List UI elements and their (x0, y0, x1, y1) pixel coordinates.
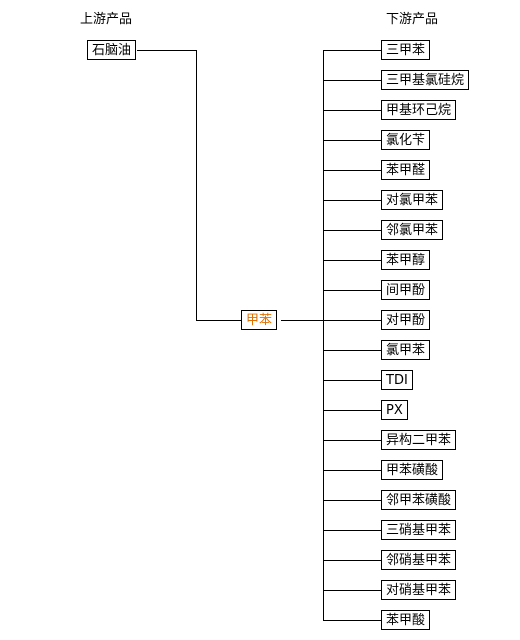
downstream-node: TDI (381, 370, 413, 390)
downstream-node: 苯甲酸 (381, 610, 431, 630)
center-node-toluene: 甲苯 (241, 310, 278, 330)
downstream-heading: 下游产品 (386, 12, 439, 27)
downstream-node: 邻氯甲苯 (381, 220, 444, 240)
downstream-node: 异构二甲苯 (381, 430, 457, 450)
downstream-node: 氯甲苯 (381, 340, 431, 360)
downstream-node: 三甲基氯硅烷 (381, 70, 470, 90)
downstream-node: PX (381, 400, 408, 420)
downstream-node: 邻甲苯磺酸 (381, 490, 457, 510)
downstream-node: 甲苯磺酸 (381, 460, 444, 480)
upstream-heading: 上游产品 (80, 12, 133, 27)
downstream-node: 三甲苯 (381, 40, 431, 60)
downstream-node: 邻硝基甲苯 (381, 550, 457, 570)
downstream-node: 对硝基甲苯 (381, 580, 457, 600)
downstream-node: 三硝基甲苯 (381, 520, 457, 540)
downstream-node: 甲基环己烷 (381, 100, 457, 120)
downstream-node: 间甲酚 (381, 280, 431, 300)
downstream-node: 苯甲醇 (381, 250, 431, 270)
upstream-node-naphtha: 石脑油 (87, 40, 137, 60)
downstream-node: 对氯甲苯 (381, 190, 444, 210)
downstream-node: 对甲酚 (381, 310, 431, 330)
downstream-node: 氯化苄 (381, 130, 431, 150)
downstream-node: 苯甲醛 (381, 160, 431, 180)
